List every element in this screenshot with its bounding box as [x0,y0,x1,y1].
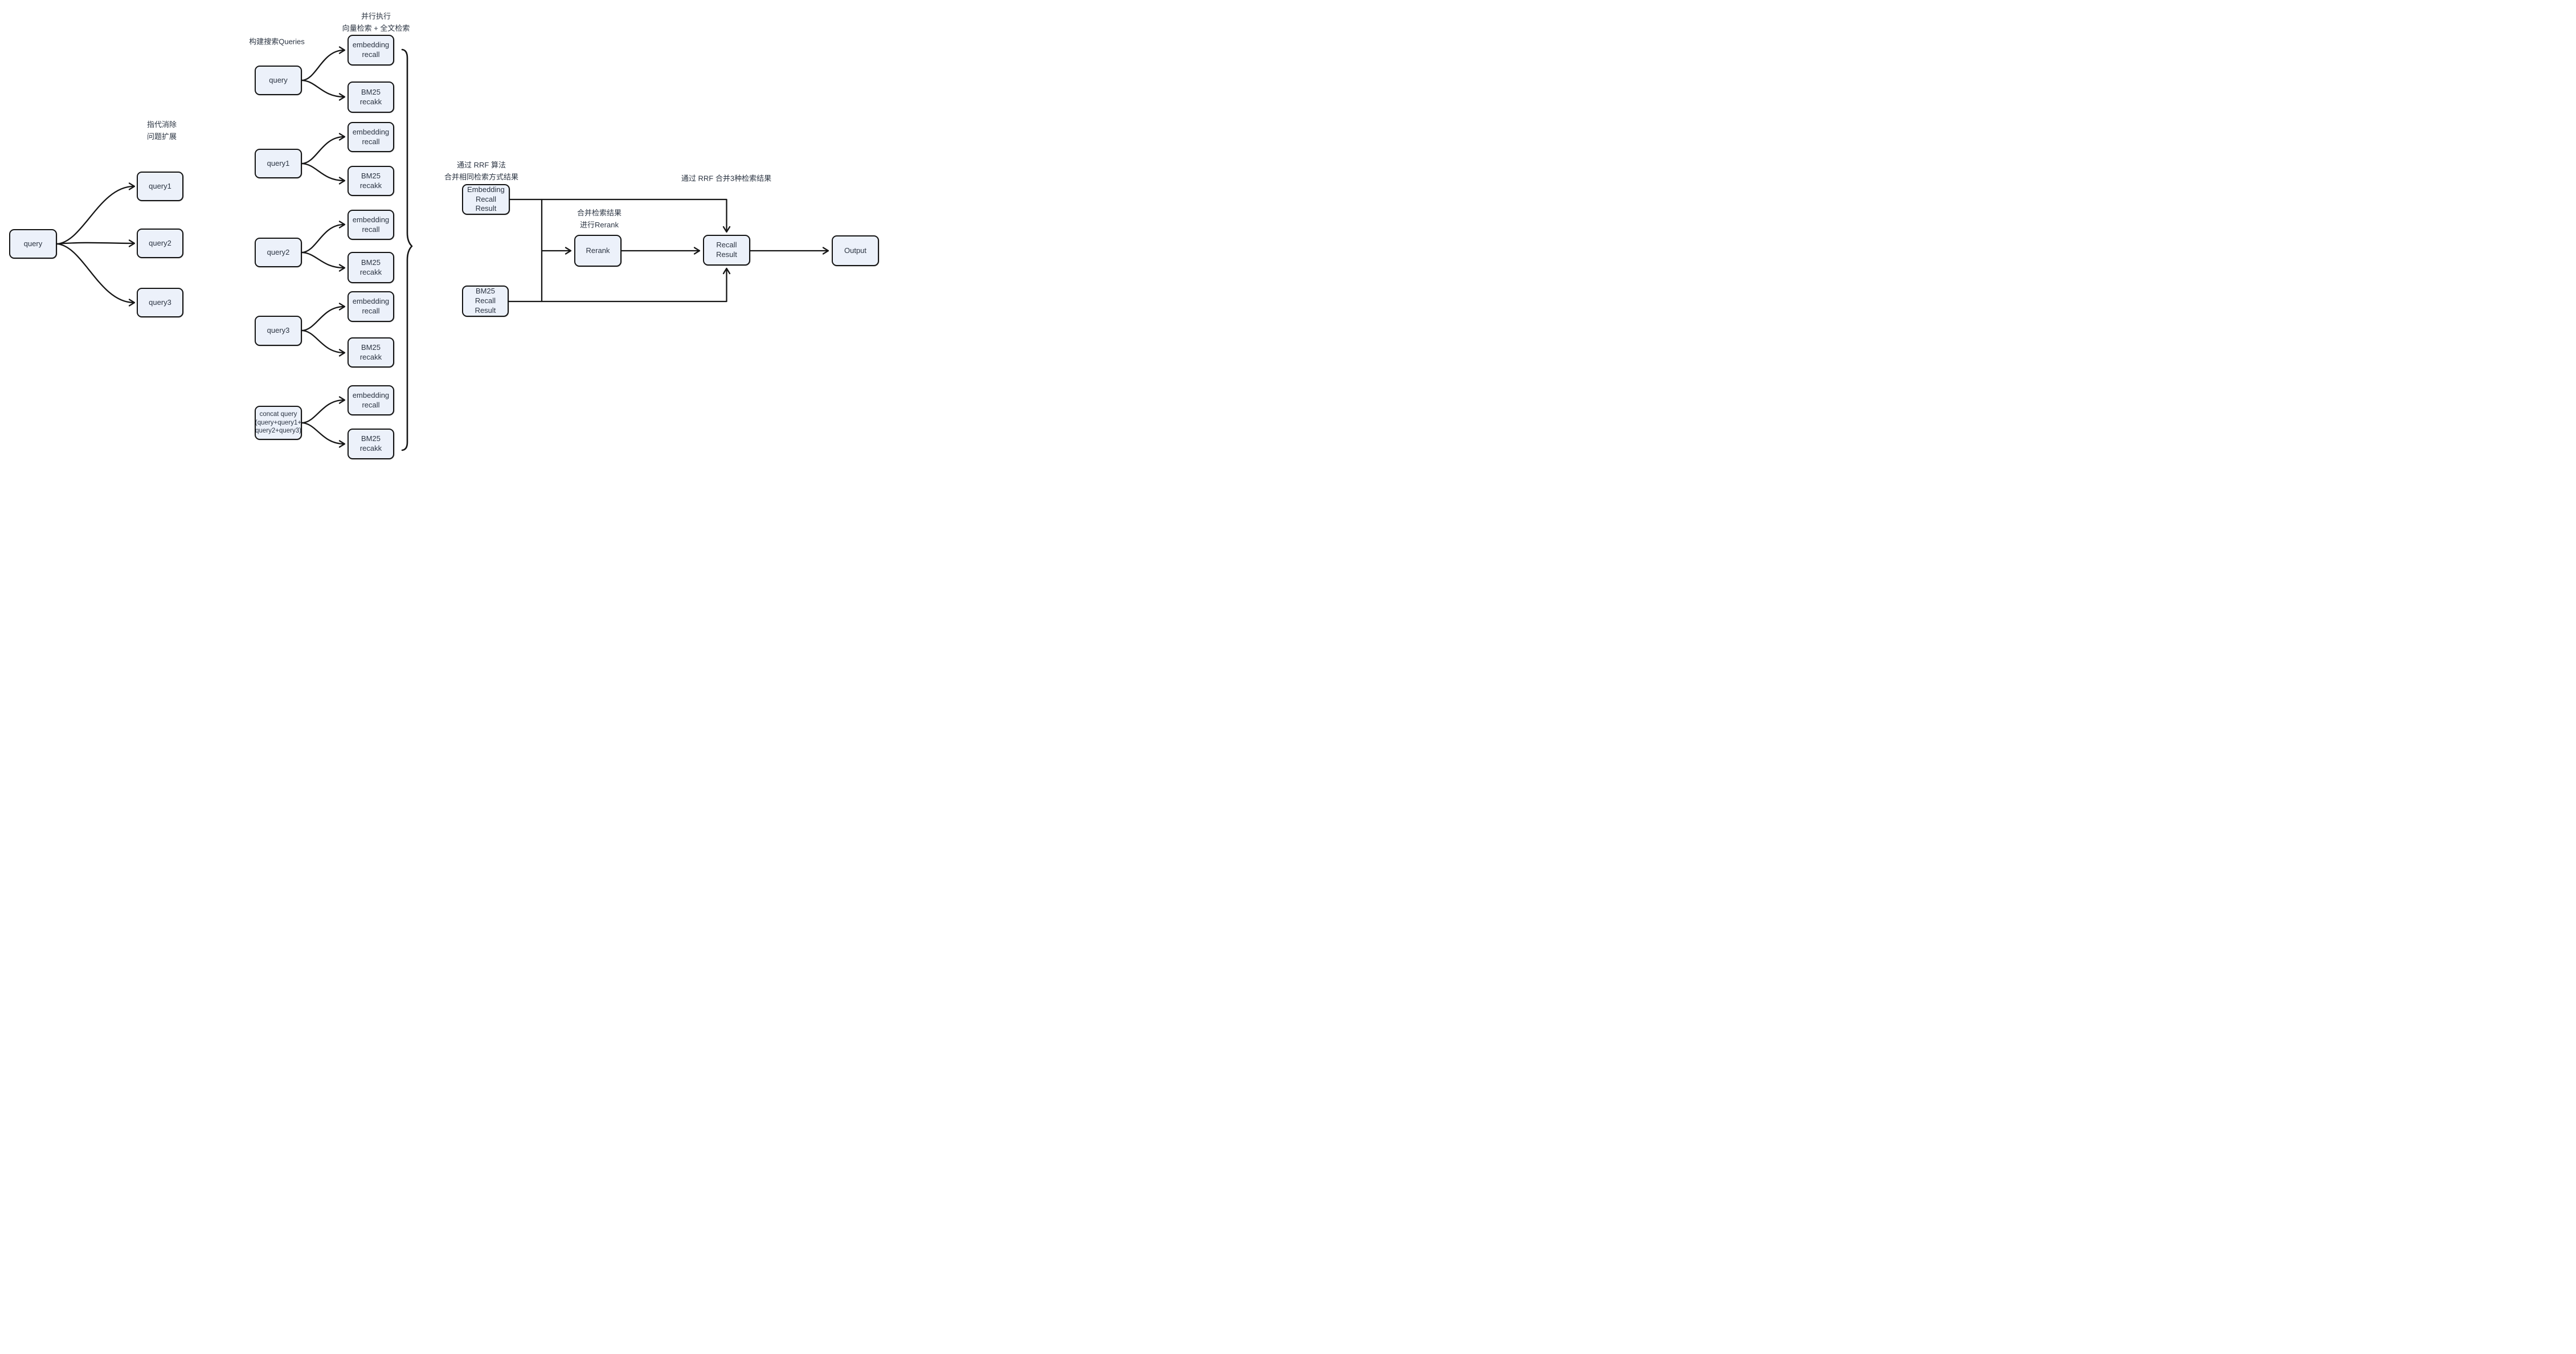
rrf3-label: 通过 RRF 合并3种检索结果 [681,174,772,183]
edge-query-to-query2 [56,239,136,247]
node-bm25-recall-3: BM25 recakk [347,252,394,283]
node-concat-query: concat query (query+query1+ query2+query… [255,406,302,440]
parallel-group-brace [401,48,413,451]
edge-emb-result-to-recall-result [509,198,731,233]
node-query1-mid: query1 [255,149,302,178]
edge-query-to-query3 [56,243,136,307]
edge-mquery-to-bm1 [301,79,346,101]
node-query3-mid: query3 [255,316,302,346]
node-recall-result: Recall Result [703,235,750,266]
node-rerank: Rerank [574,235,621,267]
diagram-canvas: query query1 query2 query3 query query1 query2… [0,0,889,467]
node-query3-left: query3 [137,288,183,317]
rewrite-label: 指代消除 问题扩展 [146,120,177,141]
node-query-mid: query [255,66,302,95]
edge-mquery1-to-bm2 [301,162,346,185]
node-query2-mid: query2 [255,238,302,267]
node-bm25-recall-5: BM25 recakk [347,429,394,459]
node-query-source: query [9,229,57,259]
node-embedding-recall-3: embedding recall [347,210,394,240]
node-query2-left: query2 [137,229,183,258]
node-output: Output [832,235,879,266]
node-embedding-recall-4: embedding recall [347,291,394,322]
node-embedding-recall-1: embedding recall [347,35,394,66]
parallel-label: 并行执行 向量检索 + 全文检索 [342,12,410,32]
edge-concat-to-emb5 [301,396,346,424]
edge-mquery1-to-emb2 [301,133,346,165]
edges-group [56,46,829,451]
node-embedding-recall-2: embedding recall [347,122,394,152]
build-queries-label: 构建搜索Queries [249,37,305,46]
node-bm25-recall-2: BM25 recakk [347,166,394,196]
edge-layer [56,46,829,451]
node-query1-left: query1 [137,172,183,201]
node-embedding-recall-result: Embedding Recall Result [462,184,510,215]
edge-mquery2-to-emb3 [301,221,346,254]
rrf-merge-label: 通过 RRF 算法 合并相同检索方式结果 [444,161,519,181]
edge-mquery2-to-bm3 [301,251,346,272]
edge-mquery3-to-emb4 [301,303,346,332]
edge-query-to-query1 [56,182,136,245]
node-embedding-recall-5: embedding recall [347,385,394,415]
edge-bm25-result-to-recall-result [508,267,731,303]
rerank-note-label: 合并检索结果 进行Rerank [576,209,622,229]
node-bm25-recall-result: BM25 Recall Result [462,286,509,317]
node-bm25-recall-4: BM25 recakk [347,337,394,368]
node-bm25-recall-1: BM25 recakk [347,81,394,113]
edge-mquery-to-emb1 [301,46,346,81]
edge-concat-to-bm5 [301,422,346,448]
edge-mquery3-to-bm4 [301,329,346,357]
